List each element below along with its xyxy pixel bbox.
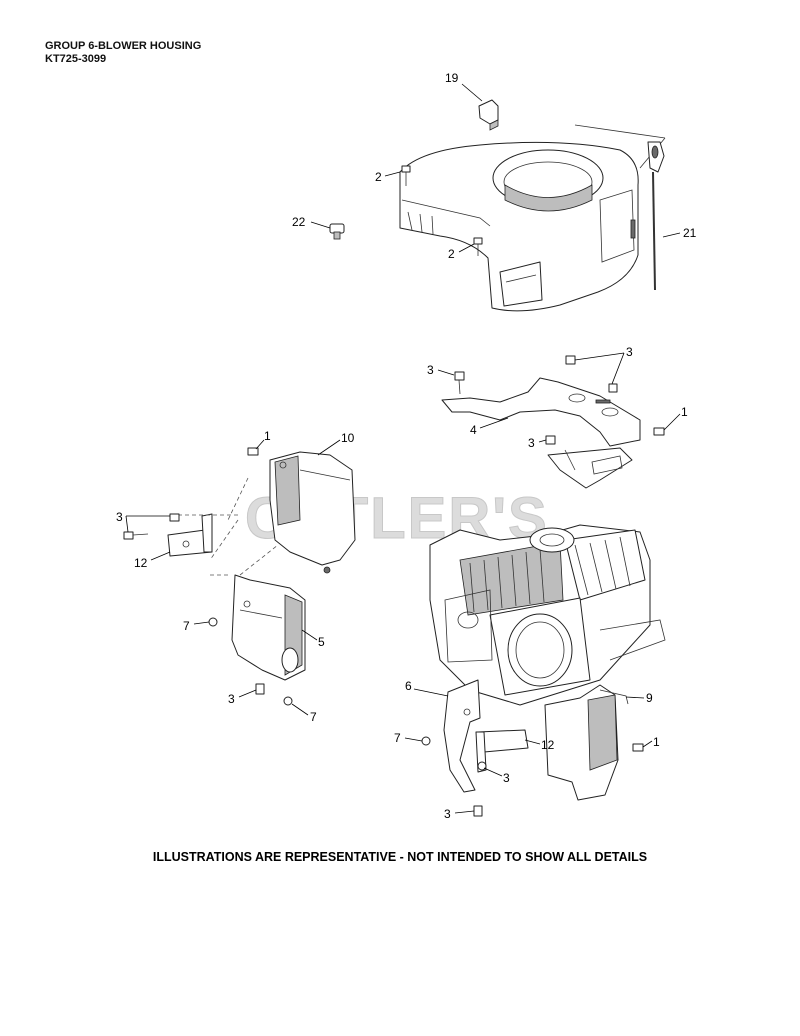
- callout-6: 6: [405, 679, 412, 693]
- leader-lines: [125, 83, 681, 814]
- callout-3: 3: [228, 692, 235, 706]
- callout-12: 12: [541, 738, 555, 752]
- part-9-shield: [544, 684, 629, 801]
- callout-22: 22: [292, 215, 306, 229]
- callout-9: 9: [646, 691, 653, 705]
- callout-5: 5: [318, 635, 325, 649]
- diagram-model-number: KT725-3099: [45, 53, 107, 65]
- part-22-fitting: [329, 223, 345, 240]
- callout-3: 3: [427, 363, 434, 377]
- callout-12: 12: [134, 556, 148, 570]
- callout-7: 7: [183, 619, 190, 633]
- engine-block: [429, 524, 666, 706]
- callout-1: 1: [264, 429, 271, 443]
- callout-19: 19: [445, 71, 459, 85]
- callout-4: 4: [470, 423, 477, 437]
- part-12-bracket-right: [475, 729, 529, 773]
- callout-2: 2: [375, 170, 382, 184]
- callout-1: 1: [681, 405, 688, 419]
- callout-7: 7: [310, 710, 317, 724]
- callout-21: 21: [683, 226, 697, 240]
- callout-3: 3: [444, 807, 451, 821]
- callout-2: 2: [448, 247, 455, 261]
- part-19-cap: [478, 99, 499, 131]
- callout-10: 10: [341, 431, 355, 445]
- callout-1: 1: [653, 735, 660, 749]
- part-2-bolts: [401, 165, 483, 256]
- callout-3: 3: [116, 510, 123, 524]
- callout-labels: 19 2 22 2 21 3 3 1 4 3 1 10 3 12 7 5 3 7…: [116, 71, 697, 821]
- part-4-baffle: [441, 377, 641, 489]
- part-21-dipstick: [647, 141, 665, 291]
- callout-3: 3: [503, 771, 510, 785]
- diagram-group-title: GROUP 6-BLOWER HOUSING: [45, 40, 202, 52]
- disclaimer-footer: ILLUSTRATIONS ARE REPRESENTATIVE - NOT I…: [152, 850, 648, 864]
- callout-7: 7: [394, 731, 401, 745]
- callout-3: 3: [528, 436, 535, 450]
- part-5-shield: [231, 574, 306, 681]
- alignment-lines-left: [178, 477, 279, 576]
- part-6-shield: [443, 679, 481, 793]
- blower-housing: [399, 124, 666, 312]
- part-10-shroud: [269, 451, 356, 574]
- callout-3: 3: [626, 345, 633, 359]
